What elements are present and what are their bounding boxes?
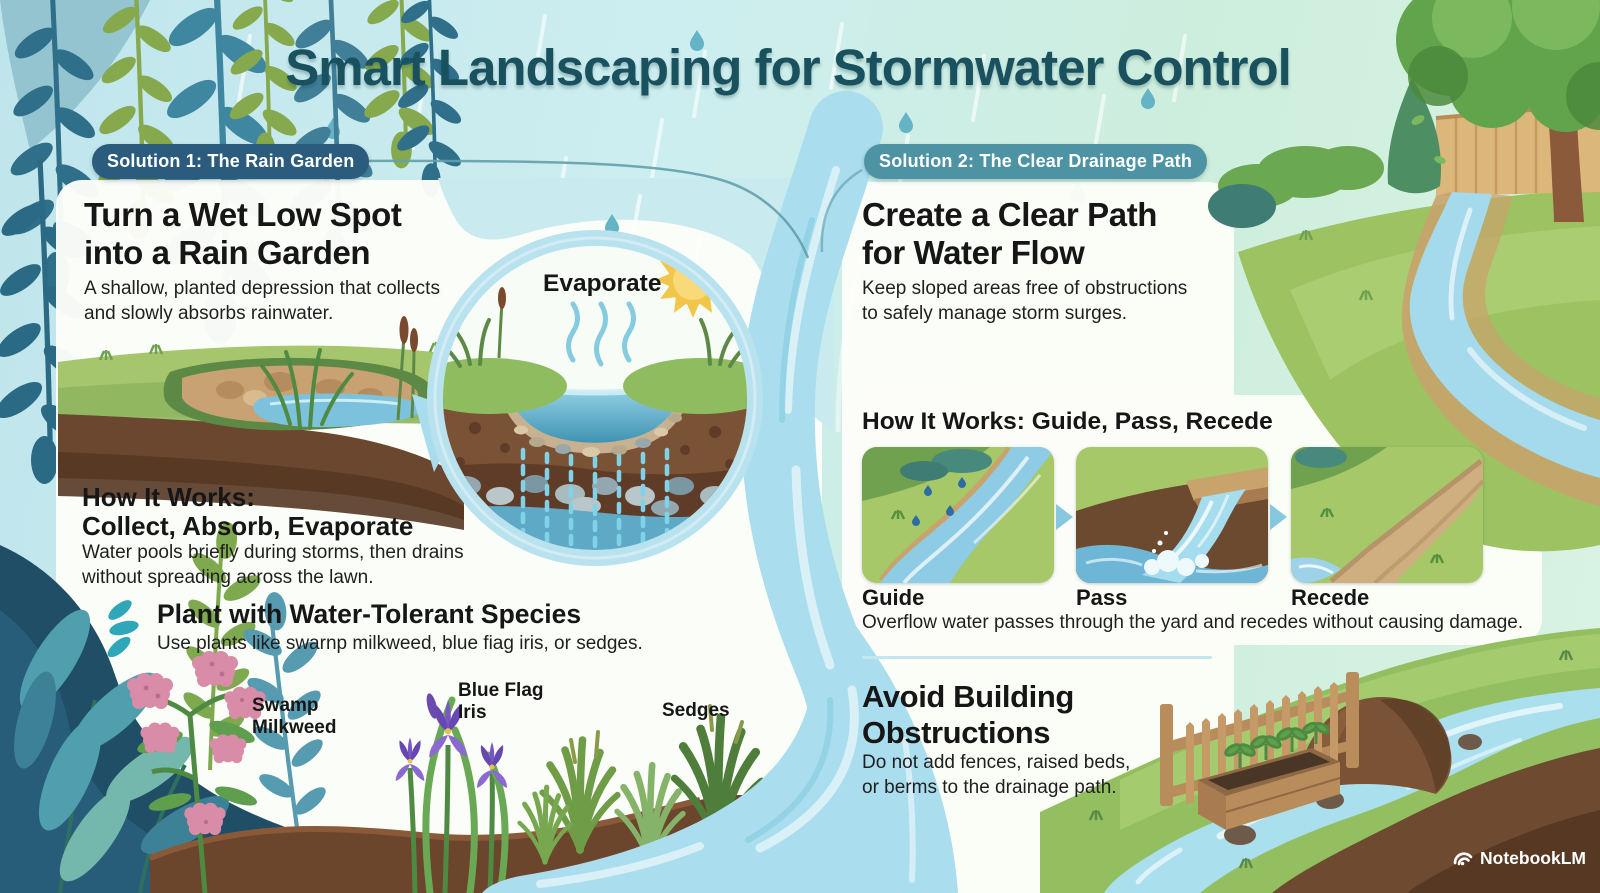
solution2-heading: Create a Clear Path for Water Flow: [862, 196, 1157, 273]
badge-connector-line: [345, 159, 863, 259]
recede-step-illustration: [1291, 447, 1483, 583]
raised-bed: [1198, 721, 1341, 830]
steps-caption: Overflow water passes through the yard a…: [862, 612, 1524, 633]
step-label-guide: Guide: [862, 585, 925, 610]
notebooklm-watermark: NotebookLM: [1452, 847, 1586, 869]
tree-illustration: [1396, 0, 1600, 222]
step-arrow-icon: [1270, 504, 1287, 530]
hanging-leaves-illustration: [0, 0, 467, 484]
pass-step-illustration: [1076, 447, 1268, 583]
watermark-brand: NotebookLM: [1480, 847, 1586, 868]
solution2-description-line1: Keep sloped areas free of obstructions: [862, 278, 1188, 299]
solution1-how-heading-line1: How It Works:: [82, 482, 255, 512]
avoid-description-line2: or berms to the drainage path.: [862, 776, 1117, 798]
solution2-heading-line1: Create a Clear Path: [862, 196, 1158, 233]
solution2-description: Keep sloped areas free of obstructions t…: [862, 277, 1187, 326]
step-label-recede: Recede: [1291, 585, 1370, 610]
plant-label-swamp-milkweed-line2: Milkweed: [252, 717, 337, 739]
solution2-badge: Solution 2: The Clear Drainage Path: [864, 144, 1208, 179]
central-stream-illustration: [482, 91, 958, 893]
solution1-description-line1: A shallow, planted depression that colle…: [84, 278, 440, 299]
drainage-obstruction-illustration: [1040, 628, 1600, 893]
leaf-icon: [102, 598, 150, 665]
guide-step-illustration: [862, 447, 1054, 583]
solution1-heading: Turn a Wet Low Spot into a Rain Garden: [84, 196, 402, 273]
solution1-how-heading-line2: Collect, Absorb, Evaporate: [82, 511, 414, 542]
avoid-heading-line2: Obstructions: [862, 714, 1051, 750]
plants-description: Use plants like swarnp milkweed, blue fi…: [157, 633, 643, 654]
solution2-how-heading: How It Works: Guide, Pass, Recede: [862, 408, 1273, 435]
avoid-heading-line1: Avoid Building: [862, 679, 1074, 714]
solution1-how-description-line1: Water pools briefly during storms, then …: [82, 542, 464, 563]
small-tree-icon: [1387, 78, 1441, 194]
avoid-heading: Avoid Building Obstructions: [862, 679, 1074, 751]
notebooklm-logo-icon: [1453, 852, 1473, 866]
milkweed-plant-illustration: [127, 651, 266, 893]
plant-label-blue-flag-iris-line1: Blue Flag: [458, 680, 544, 701]
step-arrow-icon: [1056, 504, 1073, 530]
bottom-left-foliage-illustration: [0, 519, 368, 893]
solution2-description-line2: to safely manage storm surges.: [862, 302, 1128, 324]
evaporate-label: Evaporate: [543, 270, 662, 297]
backyard-hill-illustration: [1208, 0, 1600, 552]
solution1-how-heading: How It Works: Collect, Absorb, Evaporate: [82, 482, 414, 542]
solution1-heading-line1: Turn a Wet Low Spot: [84, 196, 402, 233]
solution1-how-description-line2: without spreading across the lawn.: [82, 566, 374, 588]
page-title: Smart Landscaping for Stormwater Control: [285, 39, 1292, 96]
infiltration-dashes: [520, 447, 670, 550]
iris-plant-illustration: [395, 693, 509, 893]
plant-label-sedges: Sedges: [662, 700, 730, 721]
plant-label-swamp-milkweed: Swamp Milkweed: [252, 695, 336, 739]
plant-label-blue-flag-iris: Blue Flag Iris: [458, 680, 544, 724]
step-label-pass: Pass: [1076, 585, 1128, 610]
evaporation-wisps: [566, 301, 636, 367]
solution1-badge: Solution 1: The Rain Garden: [92, 144, 370, 179]
solution1-description-line2: and slowly absorbs rainwater.: [84, 302, 334, 324]
solution1-heading-line2: into a Rain Garden: [84, 234, 371, 272]
section-divider: [862, 656, 1212, 659]
plant-label-swamp-milkweed-line1: Swamp: [252, 695, 319, 716]
solution1-description: A shallow, planted depression that colle…: [84, 277, 440, 326]
plant-label-blue-flag-iris-line2: Iris: [458, 702, 487, 724]
solution2-heading-line2: for Water Flow: [862, 234, 1085, 272]
avoid-description-line1: Do not add fences, raised beds,: [862, 752, 1131, 773]
rain-garden-cross-section-inset: [427, 230, 763, 566]
plants-heading: Plant with Water-Tolerant Species: [157, 599, 582, 629]
rain-garden-illustration: [58, 316, 466, 530]
solution1-how-description: Water pools briefly during storms, then …: [82, 541, 464, 590]
avoid-description: Do not add fences, raised beds, or berms…: [862, 751, 1130, 800]
sedge-plant-illustration: [520, 704, 762, 862]
